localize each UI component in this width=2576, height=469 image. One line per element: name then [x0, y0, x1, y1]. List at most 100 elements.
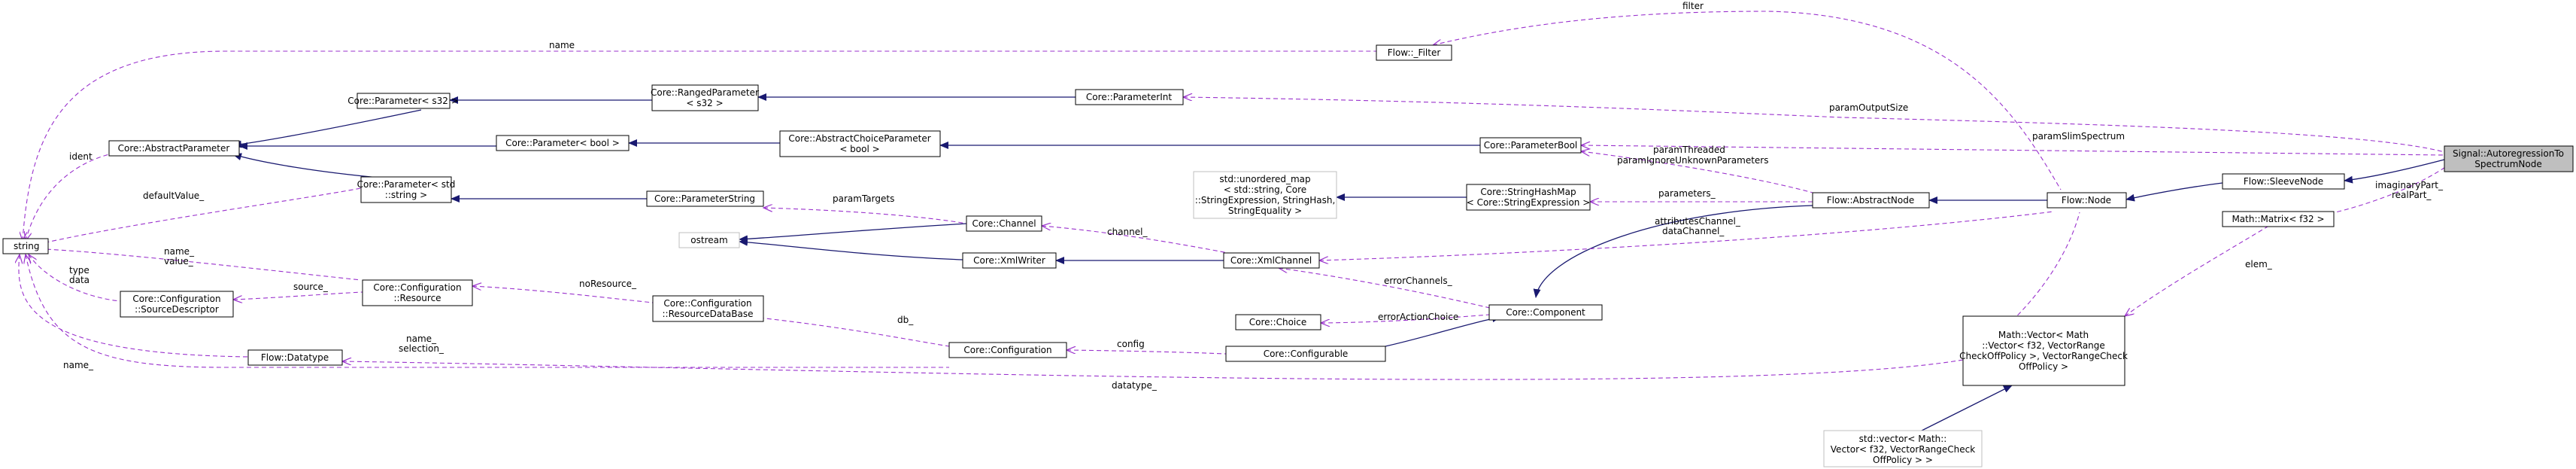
edge-stdvector-to-mathvector [1921, 385, 2013, 431]
edge-label-config: config [1117, 339, 1145, 349]
node-core-parameter-s32[interactable]: Core::Parameter< s32 > [347, 93, 459, 109]
svg-text:Core::Parameter< s32 >: Core::Parameter< s32 > [347, 96, 459, 106]
edge-labels: name filter paramOutputSize paramSlimSpe… [63, 1, 2444, 391]
edge-label-imaginarypart: imaginaryPart_realPart_ [2375, 180, 2444, 200]
edge-label-db: db_ [897, 315, 914, 325]
svg-text:Core::ParameterBool: Core::ParameterBool [1484, 140, 1578, 151]
edge-label-paramtargets: paramTargets [833, 193, 894, 204]
node-core-rangedparameter-s32[interactable]: Core::RangedParameter< s32 > [651, 84, 759, 111]
edge-source [233, 291, 363, 300]
node-flow-filter[interactable]: Flow::_Filter [1376, 44, 1452, 61]
edge-ident [26, 154, 110, 241]
edge-label-elem: elem_ [2245, 259, 2273, 270]
edge-label-attributeschannel: attributesChannel_dataChannel_ [1655, 216, 1741, 236]
edge-defaultvalue [30, 187, 362, 246]
node-math-vector[interactable]: Math::Vector< Math::Vector< f32, VectorR… [1959, 315, 2128, 386]
edge-paramtargets [763, 208, 971, 225]
edge-label-paramoutputsize: paramOutputSize [1829, 102, 1908, 113]
svg-text:Flow::_Filter: Flow::_Filter [1388, 47, 1441, 58]
node-core-configurable[interactable]: Core::Configurable [1225, 346, 1386, 362]
svg-text:Flow::Node: Flow::Node [2062, 195, 2111, 206]
node-core-channel[interactable]: Core::Channel [966, 215, 1042, 232]
node-core-abstractchoiceparameter[interactable]: Core::AbstractChoiceParameter< bool > [779, 130, 941, 157]
node-math-matrix-f32[interactable]: Math::Matrix< f32 > [2222, 211, 2335, 227]
edge-configurable-to-component [1385, 315, 1501, 347]
svg-text:string: string [14, 241, 39, 251]
node-core-configuration-sourcedescriptor[interactable]: Core::Configuration::SourceDescriptor [120, 291, 234, 318]
svg-text:Core::Channel: Core::Channel [972, 218, 1036, 229]
edge-label-paramslimspectrum: paramSlimSpectrum [2032, 131, 2125, 142]
node-core-configuration-resource[interactable]: Core::Configuration::Resource [362, 279, 473, 306]
svg-text:ostream: ostream [690, 235, 727, 245]
node-core-parameterstring[interactable]: Core::ParameterString [646, 190, 764, 207]
edge-label-channel: channel_ [1107, 227, 1148, 237]
node-std-unordered-map[interactable]: std::unordered_map< std::string, Core::S… [1193, 171, 1337, 219]
edge-elem [2125, 224, 2272, 316]
svg-text:Core::Configuration::ResourceD: Core::Configuration::ResourceDataBase [663, 298, 754, 319]
edge-name2 [19, 254, 249, 358]
edge-noresource [472, 286, 654, 303]
node-core-abstractparameter[interactable]: Core::AbstractParameter [108, 140, 240, 157]
node-flow-node[interactable]: Flow::Node [2047, 192, 2127, 209]
edge-label-erroractionchoice: errorActionChoice [1378, 312, 1458, 322]
svg-text:Core::AbstractChoiceParameter<: Core::AbstractChoiceParameter< bool > [788, 133, 930, 154]
node-core-parameter-bool[interactable]: Core::Parameter< bool > [496, 135, 630, 151]
svg-text:Core::Parameter< bool >: Core::Parameter< bool > [505, 138, 620, 148]
edge-label-name: name [549, 40, 575, 50]
edge-datatype [342, 212, 2080, 380]
node-core-component[interactable]: Core::Component [1488, 304, 1603, 321]
edge-label-name2: name_ [63, 360, 94, 370]
node-core-parameterint[interactable]: Core::ParameterInt [1075, 89, 1184, 105]
svg-text:Core::Component: Core::Component [1506, 307, 1585, 318]
svg-text:Core::AbstractParameter: Core::AbstractParameter [118, 143, 230, 154]
edge-label-parameters: parameters_ [1658, 188, 1716, 199]
edge-name-value [32, 248, 362, 281]
edge-type-data [29, 254, 121, 302]
edge-erroractionchoice [1321, 314, 1490, 323]
edge-sleevenode-to-node [2125, 182, 2223, 202]
svg-text:Flow::Datatype: Flow::Datatype [261, 352, 329, 363]
edge-label-ident: ident [69, 151, 93, 162]
node-std-vector[interactable]: std::vector< Math::Vector< f32, VectorRa… [1823, 430, 1983, 467]
svg-text:Core::XmlChannel: Core::XmlChannel [1230, 255, 1312, 266]
edge-xmlwriter-to-ostream [739, 238, 963, 260]
node-string[interactable]: string [2, 238, 49, 254]
edge-attributeschannel [1319, 211, 2054, 260]
edge-errorchannels [1279, 268, 1494, 309]
node-core-choice[interactable]: Core::Choice [1235, 314, 1321, 330]
svg-text:Math::Matrix< f32 >: Math::Matrix< f32 > [2232, 214, 2324, 224]
edge-filter [1433, 11, 2062, 190]
edge-parameter-s32-to-abstractparameter [232, 109, 422, 148]
edge-label-datatype: datatype_ [1112, 380, 1158, 391]
edge-paramslimspectrum [1581, 145, 2445, 156]
edge-label-defaultvalue: defaultValue_ [143, 190, 205, 201]
node-core-parameter-string[interactable]: Core::Parameter< std::string > [357, 176, 456, 203]
node-flow-sleevenode[interactable]: Flow::SleeveNode [2222, 173, 2345, 190]
svg-text:Math::Vector< Math::Vector< f3: Math::Vector< Math::Vector< f32, VectorR… [1959, 330, 2128, 372]
node-core-parameterbool[interactable]: Core::ParameterBool [1479, 137, 1582, 154]
edge-paramoutputsize [1183, 97, 2445, 153]
edge-name [23, 50, 1376, 241]
node-flow-datatype[interactable]: Flow::Datatype [247, 349, 343, 366]
svg-text:std::vector< Math::Vector< f32: std::vector< Math::Vector< f32, VectorRa… [1831, 434, 1975, 465]
svg-text:Core::ParameterString: Core::ParameterString [654, 193, 755, 204]
node-core-stringhashmap[interactable]: Core::StringHashMap< Core::StringExpress… [1466, 184, 1591, 211]
node-core-configuration[interactable]: Core::Configuration [948, 342, 1067, 358]
svg-text:Core::Configuration::Resource: Core::Configuration::Resource [373, 282, 461, 303]
svg-text:Core::Configuration: Core::Configuration [963, 345, 1051, 355]
node-core-xmlchannel[interactable]: Core::XmlChannel [1223, 252, 1320, 269]
edge-paramthreaded [1581, 151, 1828, 198]
nodes: string Core::AbstractParameter Core::Par… [2, 44, 2574, 467]
node-core-configuration-resourcedatabase[interactable]: Core::Configuration::ResourceDataBase [652, 295, 764, 322]
node-ostream[interactable]: ostream [678, 232, 740, 248]
svg-text:Core::RangedParameter< s32 >: Core::RangedParameter< s32 > [651, 87, 759, 108]
edge-label-source: source_ [293, 282, 329, 292]
node-flow-abstractnode[interactable]: Flow::AbstractNode [1812, 192, 1930, 209]
edge-label-name-selection: name_selection_ [399, 333, 445, 354]
node-core-xmlwriter[interactable]: Core::XmlWriter [962, 252, 1057, 269]
svg-text:Core::StringHashMap< Core::Str: Core::StringHashMap< Core::StringExpress… [1467, 187, 1591, 208]
